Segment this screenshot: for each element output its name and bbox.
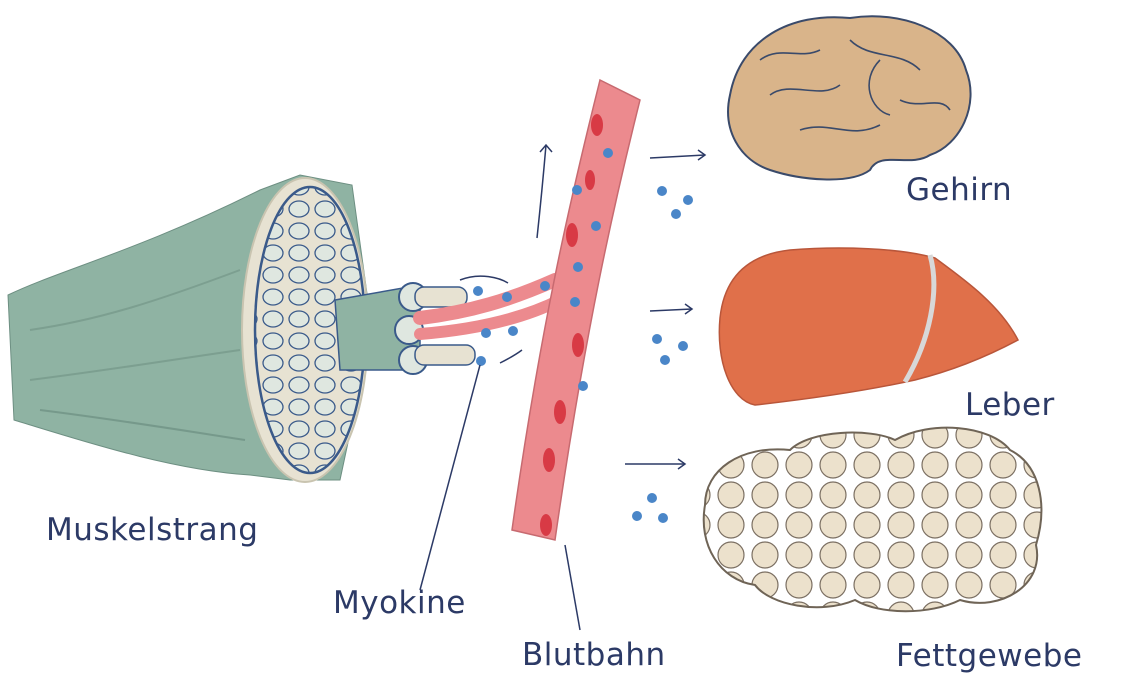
label-brain: Gehirn [906, 172, 1012, 208]
label-bloodstream: Blutbahn [522, 637, 666, 673]
brain-illustration [728, 16, 970, 179]
liver-illustration [719, 248, 1018, 405]
label-muscle-strand: Muskelstrang [46, 512, 258, 548]
muscle-strand-illustration [8, 175, 475, 482]
adipose-tissue-illustration [704, 428, 1042, 612]
label-myokine: Myokine [333, 585, 466, 621]
label-adipose-tissue: Fettgewebe [896, 638, 1082, 674]
label-liver: Leber [965, 387, 1055, 423]
